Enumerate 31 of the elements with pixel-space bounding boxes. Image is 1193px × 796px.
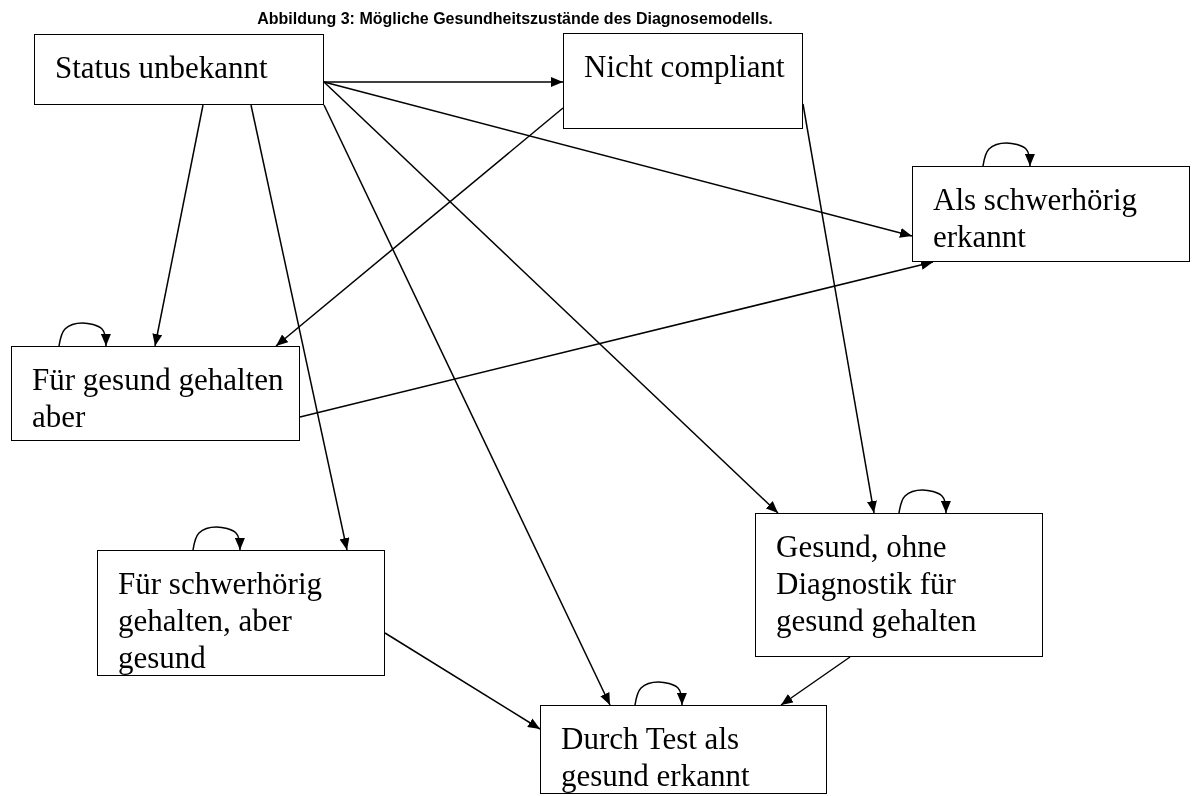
self-loop-arrow	[634, 681, 687, 706]
self-loop-arrow	[898, 489, 951, 514]
state-label: Status unbekannt	[55, 49, 269, 86]
arrow	[780, 656, 851, 706]
arrow	[802, 103, 877, 514]
arrow	[323, 77, 564, 87]
state-box	[97, 550, 385, 676]
figure-caption: Abbildung 3: Mögliche Gesundheitszustände des Diagnosemodells.	[256, 10, 774, 28]
state-label: Durch Test als gesund erkannt	[561, 720, 751, 794]
state-box	[755, 513, 1043, 657]
self-loop-arrow	[982, 142, 1035, 167]
arrow	[323, 81, 913, 238]
state-box	[912, 166, 1190, 262]
state-label: Nicht compliant	[584, 48, 786, 85]
state-box	[540, 705, 827, 794]
self-loop-arrow	[58, 322, 111, 347]
self-loop-arrow	[192, 526, 245, 551]
state-box	[11, 346, 300, 441]
state-box	[563, 33, 803, 129]
arrow	[299, 260, 934, 418]
arrow	[275, 107, 564, 347]
state-label: Für schwerhörig gehalten, aber gesund	[118, 565, 324, 676]
state-box	[34, 34, 324, 105]
arrow	[323, 81, 779, 514]
arrow	[384, 632, 541, 730]
arrow	[250, 104, 350, 551]
arrow	[323, 104, 611, 706]
state-label: Für gesund gehalten aber	[32, 361, 285, 435]
state-label: Gesund, ohne Diagnostik für gesund gehalten	[776, 528, 978, 639]
state-label: Als schwerhörig erkannt	[933, 181, 1139, 255]
arrow	[152, 104, 204, 347]
